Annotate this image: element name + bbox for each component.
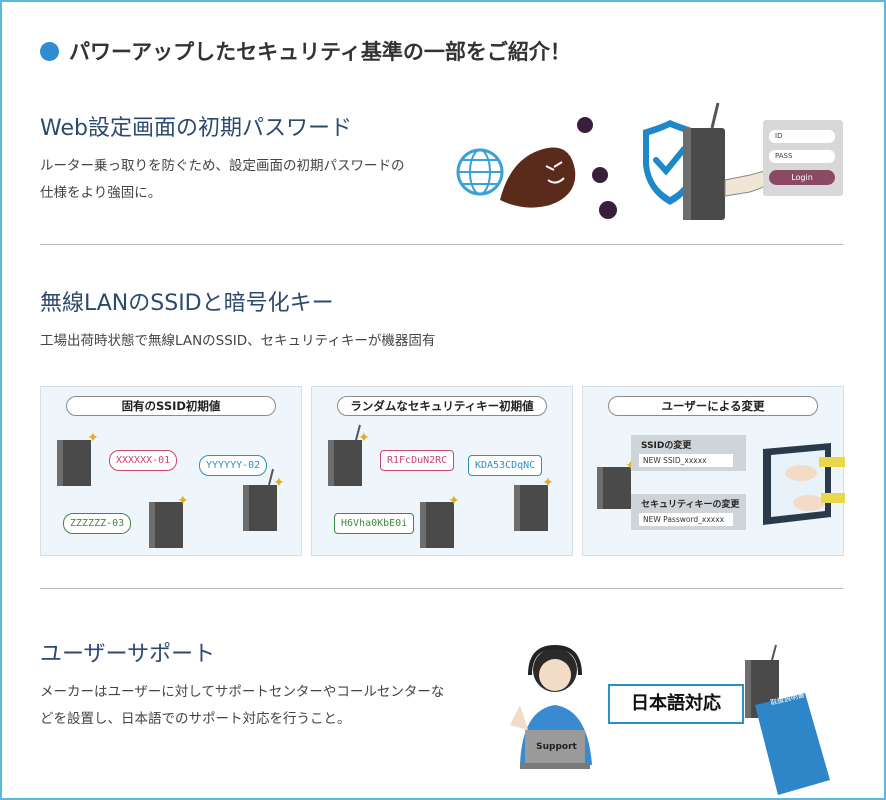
router-icon (683, 102, 725, 220)
svg-text:✦: ✦ (542, 475, 554, 491)
ssid-change-input[interactable]: NEW SSID_xxxxx (639, 454, 733, 467)
login-button[interactable]: Login (769, 170, 835, 185)
support-laptop-label: Support (536, 742, 577, 752)
ssid-tag-1: XXXXXX-01 (109, 450, 178, 471)
key-tag-3: H6Vha0KbE0i (334, 513, 415, 534)
login-id-field[interactable]: ID (769, 130, 835, 143)
globe-icon (456, 148, 504, 196)
svg-text:✦: ✦ (273, 475, 285, 491)
router-icon (514, 485, 548, 531)
router-icon (420, 502, 454, 548)
user-change-illustration: ✦ (597, 443, 845, 525)
router-hijack-illustration (456, 102, 773, 220)
user-change-panel: ユーザーによる変更 ✦ SSIDの変更 NEW SSID_xxxxx セキュリテ… (582, 386, 845, 556)
web-desc-line-2: 仕様をより強固に。 (40, 185, 162, 201)
divider-1 (40, 244, 843, 245)
svg-text:✦: ✦ (358, 430, 370, 446)
ssid-change-box: SSIDの変更 NEW SSID_xxxxx (631, 435, 746, 471)
key-tag-2: KDA53CDqNC (468, 455, 543, 476)
security-key-panel-title: ランダムなセキュリティキー初期値 (337, 396, 547, 416)
router-icon (57, 440, 91, 486)
main-title: パワーアップしたセキュリティ基準の一部をご紹介！ (40, 36, 571, 66)
svg-text:✦: ✦ (448, 493, 460, 509)
support-desc-line-1: メーカーはユーザーに対してサポートセンターやコールセンターな (40, 684, 445, 700)
laptop-icon (763, 443, 831, 525)
security-key-panel: ランダムなセキュリティキー初期値 ✦ ✦ ✦ R1FcDuN2RC KDA53C… (311, 386, 573, 556)
key-change-label: セキュリティキーの変更 (641, 500, 740, 510)
ssid-change-label: SSIDの変更 (641, 441, 692, 451)
key-routers-illustration: ✦ ✦ ✦ (328, 424, 554, 548)
wlan-section-heading: 無線LANのSSIDと暗号化キー (40, 291, 334, 316)
router-icon (243, 468, 277, 531)
attacker-ghost-icon (500, 147, 576, 208)
japanese-support-bubble: 日本語対応 (608, 684, 744, 724)
support-illustration (510, 644, 830, 795)
support-section-desc: メーカーはユーザーに対してサポートセンターやコールセンターな どを設置し、日本語… (40, 679, 444, 733)
svg-text:✦: ✦ (87, 430, 99, 446)
typing-hands-icon (785, 457, 845, 511)
ssid-tag-2: YYYYYY-02 (199, 455, 268, 476)
main-title-text: パワーアップしたセキュリティ基準の一部をご紹介！ (69, 40, 571, 64)
web-desc-line-1: ルーター乗っ取りを防ぐため、設定画面の初期パスワードの (40, 158, 405, 174)
key-tag-1: R1FcDuN2RC (380, 450, 455, 471)
ssid-tag-3: ZZZZZZ-03 (63, 513, 132, 534)
virus-icon (577, 117, 617, 219)
router-icon (328, 424, 362, 486)
support-section-heading: ユーザーサポート (40, 642, 216, 667)
divider-2 (40, 588, 843, 589)
ssid-panel-title: 固有のSSID初期値 (66, 396, 276, 416)
login-pass-field[interactable]: PASS (769, 150, 835, 163)
router-icon (149, 502, 183, 548)
router-icon (597, 467, 631, 509)
support-desc-line-2: どを設置し、日本語でのサポート対応を行うこと。 (40, 711, 351, 727)
laptop-icon (520, 730, 590, 769)
ssid-routers-illustration: ✦ ✦ ✦ (57, 430, 285, 548)
bullet-dot-icon (40, 41, 59, 61)
key-change-box: セキュリティキーの変更 NEW Password_xxxxx (631, 494, 746, 530)
web-section-heading: Web設定画面の初期パスワード (40, 116, 352, 141)
manual-book-icon (755, 693, 830, 795)
user-change-panel-title: ユーザーによる変更 (608, 396, 818, 416)
web-section-desc: ルーター乗っ取りを防ぐため、設定画面の初期パスワードの 仕様をより強固に。 (40, 153, 405, 207)
login-panel: ID PASS Login (763, 120, 843, 196)
key-change-input[interactable]: NEW Password_xxxxx (639, 513, 733, 526)
wlan-section-desc: 工場出荷時状態で無線LANのSSID、セキュリティキーが機器固有 (40, 333, 436, 349)
ssid-panel: 固有のSSID初期値 ✦ ✦ ✦ XXXXXX-01 YYYYYY-02 ZZZ… (40, 386, 302, 556)
svg-text:✦: ✦ (177, 493, 189, 509)
